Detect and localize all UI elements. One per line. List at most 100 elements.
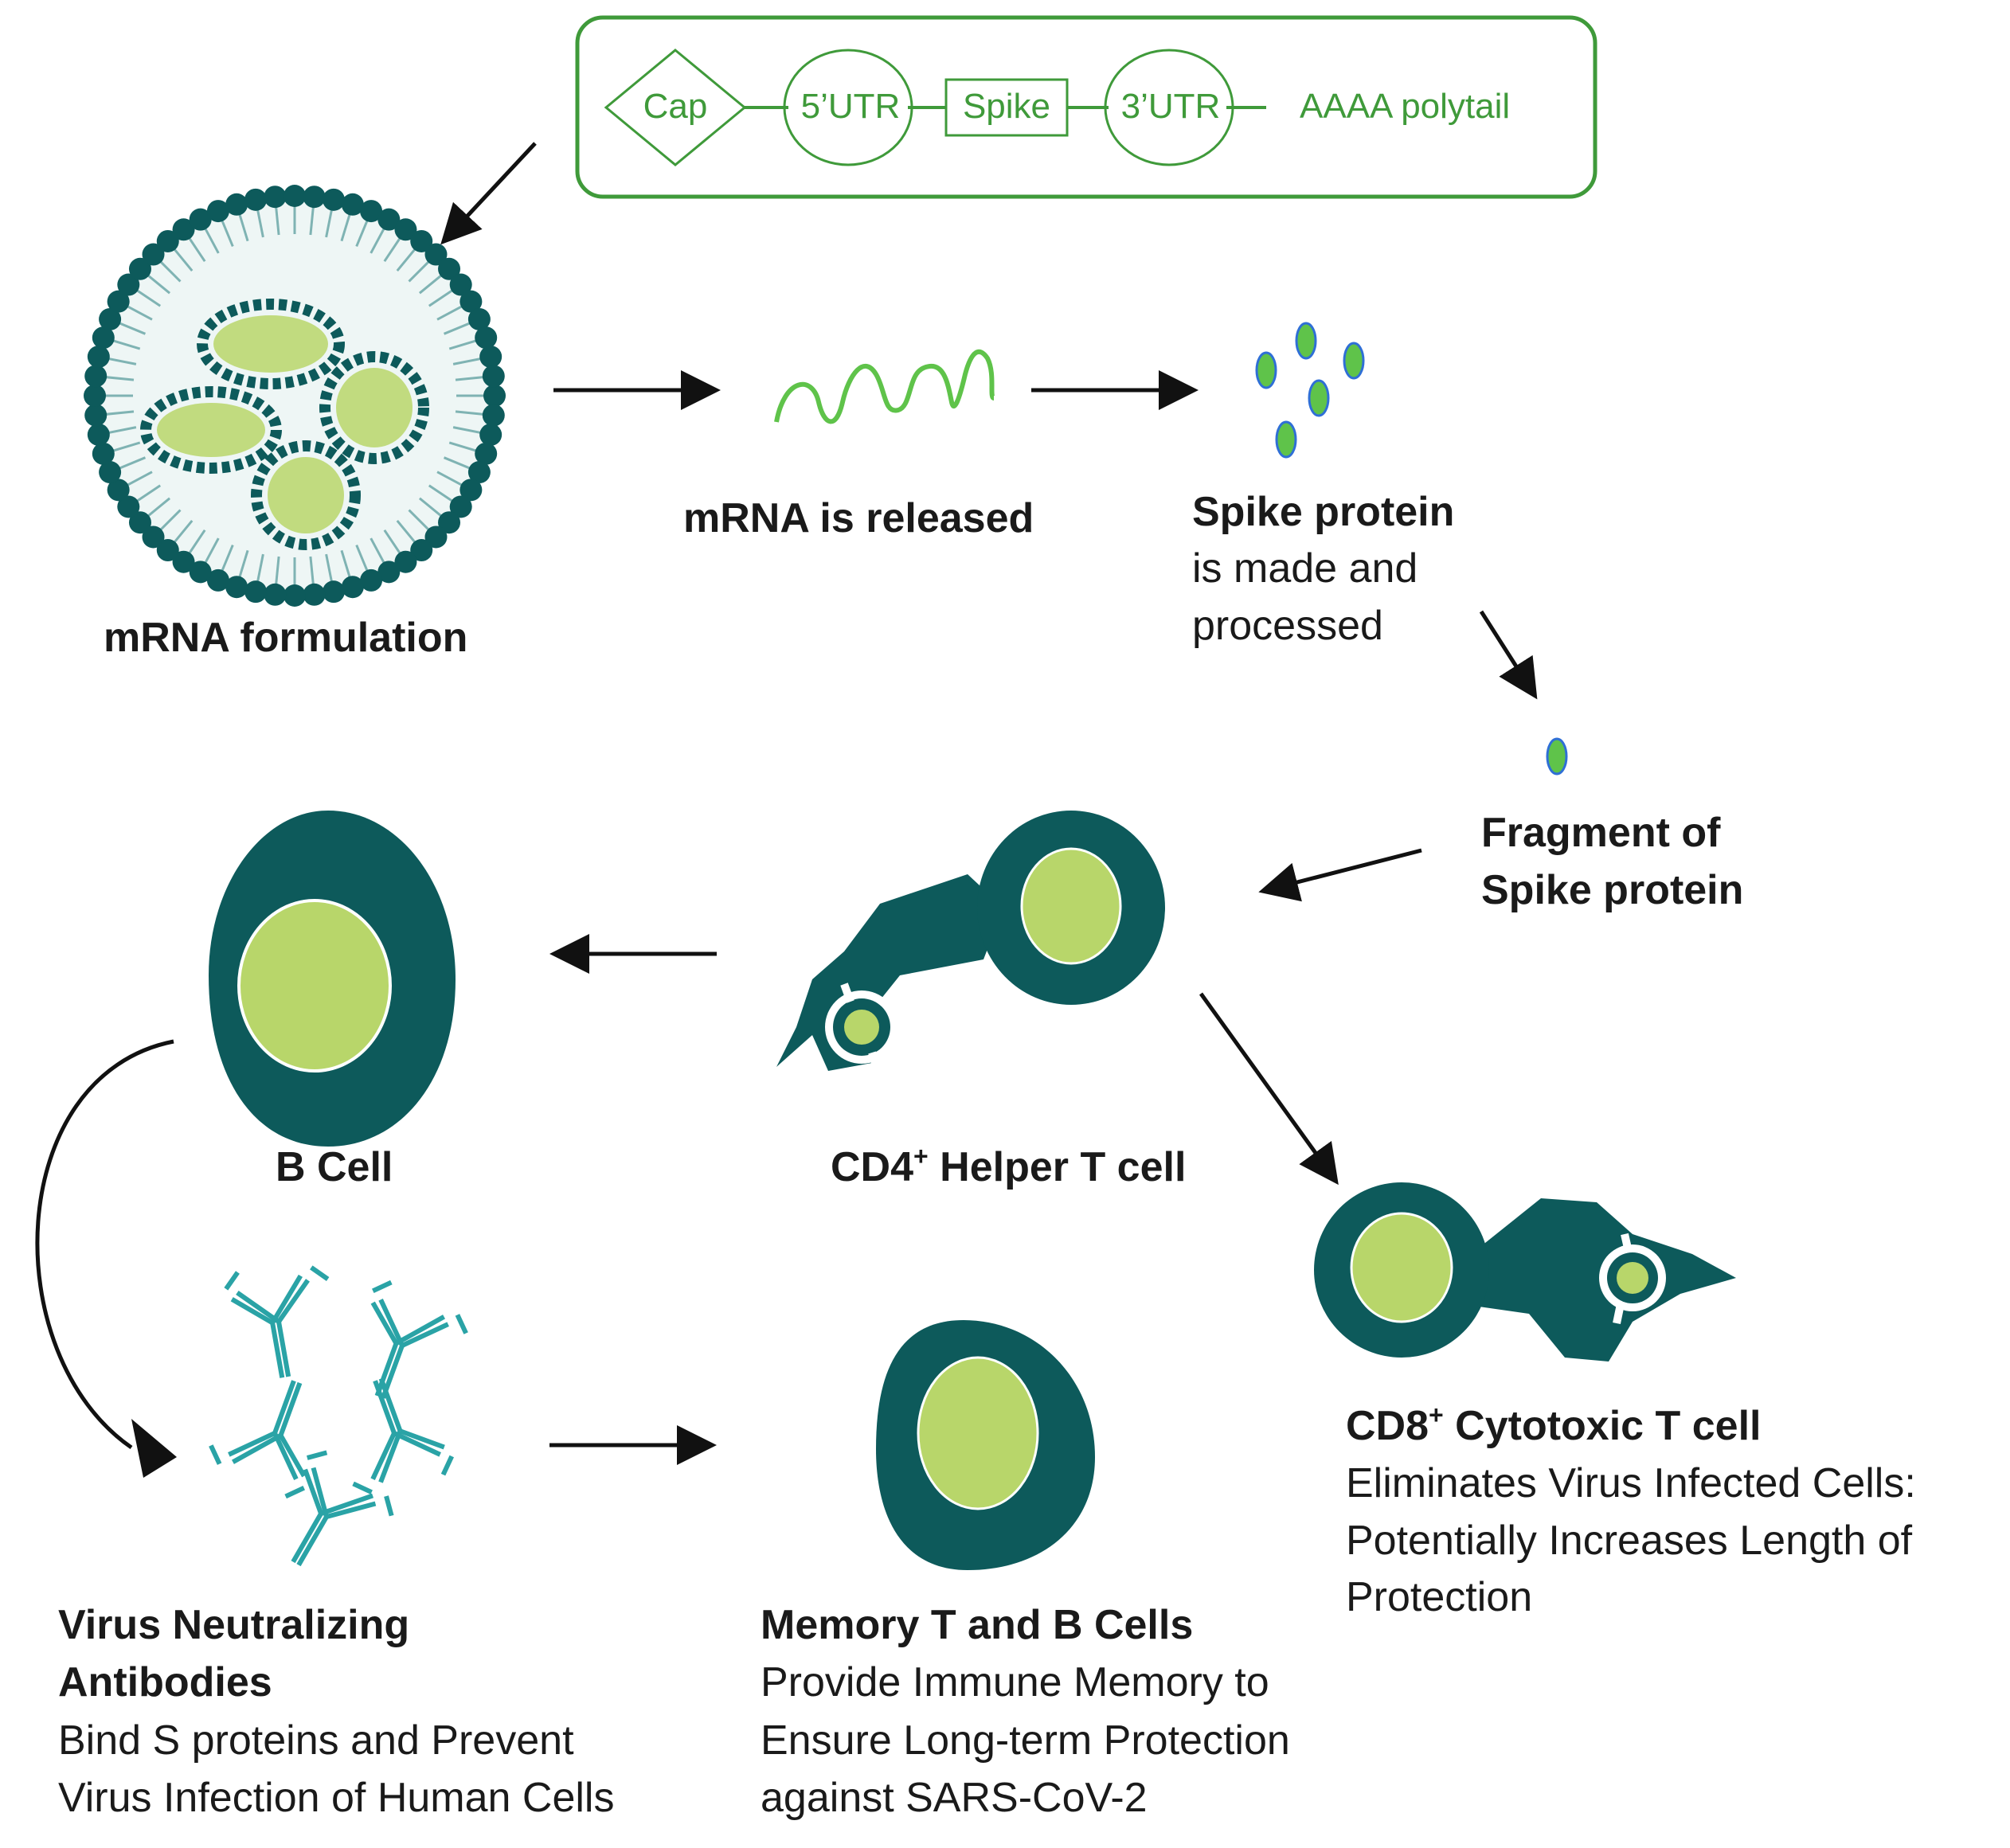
spike-label: Spike bbox=[963, 87, 1050, 126]
lipid-head bbox=[377, 561, 401, 584]
cd8-desc-1: Eliminates Virus Infected Cells: bbox=[1346, 1460, 1916, 1506]
lipid-head bbox=[284, 584, 306, 607]
lipid-head bbox=[410, 539, 433, 562]
lipid-head bbox=[189, 561, 212, 584]
utr5-circle bbox=[783, 49, 913, 166]
memory-cell-icon bbox=[876, 1320, 1095, 1570]
spike-desc-2: processed bbox=[1192, 603, 1383, 649]
lipid-head bbox=[479, 423, 502, 446]
lipid-head bbox=[128, 511, 151, 534]
cd4-label-main: CD4 bbox=[831, 1144, 913, 1190]
antibody-icon bbox=[370, 1280, 468, 1399]
lipid-head bbox=[438, 257, 461, 280]
utr3-label: 3’UTR bbox=[1121, 87, 1221, 126]
arrow-spike-to-fragment bbox=[1479, 610, 1538, 700]
lipid-head bbox=[284, 185, 306, 207]
lipid-head bbox=[225, 576, 248, 599]
lipid-head bbox=[84, 365, 108, 388]
bcell-label: B Cell bbox=[276, 1144, 393, 1190]
spike-protein-icon bbox=[1295, 322, 1317, 360]
cd8-label-rest: Cytotoxic T cell bbox=[1444, 1403, 1762, 1449]
lipid-head bbox=[360, 200, 383, 223]
spike-protein-icon bbox=[1308, 379, 1330, 417]
spike-fragment-icon bbox=[1546, 737, 1568, 776]
lipid-head bbox=[84, 385, 106, 407]
lipid-head bbox=[475, 442, 498, 465]
lipid-head bbox=[424, 243, 448, 266]
lipid-head bbox=[264, 583, 287, 606]
cd8-t-cell-icon bbox=[1314, 1182, 1736, 1362]
cd8-label-main: CD8 bbox=[1346, 1403, 1429, 1449]
lipid-head bbox=[459, 479, 483, 502]
memory-title: Memory T and B Cells bbox=[761, 1602, 1193, 1648]
antibodies-desc-1: Bind S proteins and Prevent bbox=[58, 1717, 574, 1764]
antibodies-title-1: Virus Neutralizing bbox=[58, 1602, 409, 1648]
lipid-head bbox=[189, 208, 212, 231]
mrna-strand bbox=[774, 349, 996, 424]
spike-protein-icon bbox=[1255, 351, 1277, 389]
arrow-construct-to-formulation bbox=[440, 142, 537, 245]
cd4-label-rest: Helper T cell bbox=[929, 1144, 1187, 1190]
lipid-head bbox=[467, 461, 491, 484]
lipid-head bbox=[322, 580, 345, 604]
lipid-head bbox=[87, 423, 110, 446]
cd4-label-sup: + bbox=[913, 1142, 929, 1170]
antibody-icon bbox=[352, 1377, 455, 1494]
lipid-head bbox=[84, 404, 108, 427]
antibodies-desc-2: Virus Infection of Human Cells bbox=[58, 1775, 614, 1821]
lipid-head bbox=[410, 229, 433, 252]
fragment-label-2: Spike protein bbox=[1481, 867, 1743, 913]
arrow-cd4-to-cd8 bbox=[1199, 992, 1339, 1186]
lipid-head bbox=[303, 186, 326, 209]
lipid-head bbox=[479, 346, 502, 369]
lipid-head bbox=[303, 583, 326, 606]
arrow-fragment-to-cd4 bbox=[1258, 848, 1422, 902]
spike-protein-icon bbox=[1343, 342, 1365, 380]
lipid-head bbox=[99, 461, 122, 484]
cd8-label-sup: + bbox=[1429, 1401, 1444, 1429]
arrow-bcell-to-antibodies bbox=[35, 1039, 174, 1450]
lipid-head bbox=[206, 568, 229, 592]
mrna-released-label: mRNA is released bbox=[683, 495, 1034, 541]
big-arrowhead bbox=[131, 1419, 177, 1478]
lipid-head bbox=[117, 495, 140, 518]
lipid-head bbox=[99, 307, 122, 330]
lipid-head bbox=[424, 525, 448, 549]
lipid-head bbox=[449, 273, 472, 296]
lipid-head bbox=[107, 290, 130, 313]
formulation-label: mRNA formulation bbox=[104, 615, 467, 661]
lipid-head bbox=[322, 188, 345, 211]
spike-protein-cluster bbox=[1255, 322, 1365, 459]
cd8-desc-2: Potentially Increases Length of bbox=[1346, 1518, 1913, 1564]
labels: mRNA formulation mRNA is released Spike … bbox=[58, 489, 1916, 1821]
antibody-icon bbox=[224, 1265, 330, 1378]
lipid-head bbox=[377, 208, 401, 231]
lipid-head bbox=[128, 257, 151, 280]
lipid-head bbox=[225, 193, 248, 216]
memory-desc-3: against SARS-CoV-2 bbox=[761, 1775, 1148, 1821]
lipid-head bbox=[107, 479, 130, 502]
mrna-construct: Cap 5’UTR Spike 3’UTR AAAA polytail bbox=[575, 15, 1597, 199]
lipid-head bbox=[142, 243, 165, 266]
lipid-head bbox=[449, 495, 472, 518]
cd4-label: CD4+ Helper T cell bbox=[831, 1142, 1186, 1190]
antibody-icon bbox=[291, 1450, 394, 1567]
lipid-head bbox=[206, 200, 229, 223]
memory-desc-1: Provide Immune Memory to bbox=[761, 1659, 1269, 1705]
lipid-head bbox=[341, 576, 364, 599]
memory-desc-2: Ensure Long-term Protection bbox=[761, 1717, 1290, 1764]
lipid-head bbox=[244, 188, 268, 211]
lipid-head bbox=[156, 229, 179, 252]
lipid-head bbox=[156, 539, 179, 562]
spike-rect bbox=[944, 78, 1069, 137]
lipid-head bbox=[87, 346, 110, 369]
antibody-icon bbox=[209, 1380, 307, 1499]
antibodies-cluster bbox=[209, 1265, 468, 1567]
cap-label: Cap bbox=[643, 87, 708, 126]
utr5-label: 5’UTR bbox=[801, 87, 901, 126]
lipid-nanoparticle bbox=[84, 185, 506, 607]
lipid-head bbox=[482, 365, 505, 388]
cd8-label: CD8+ Cytotoxic T cell bbox=[1346, 1401, 1761, 1449]
lipid-head bbox=[459, 290, 483, 313]
lipid-head bbox=[483, 385, 506, 407]
